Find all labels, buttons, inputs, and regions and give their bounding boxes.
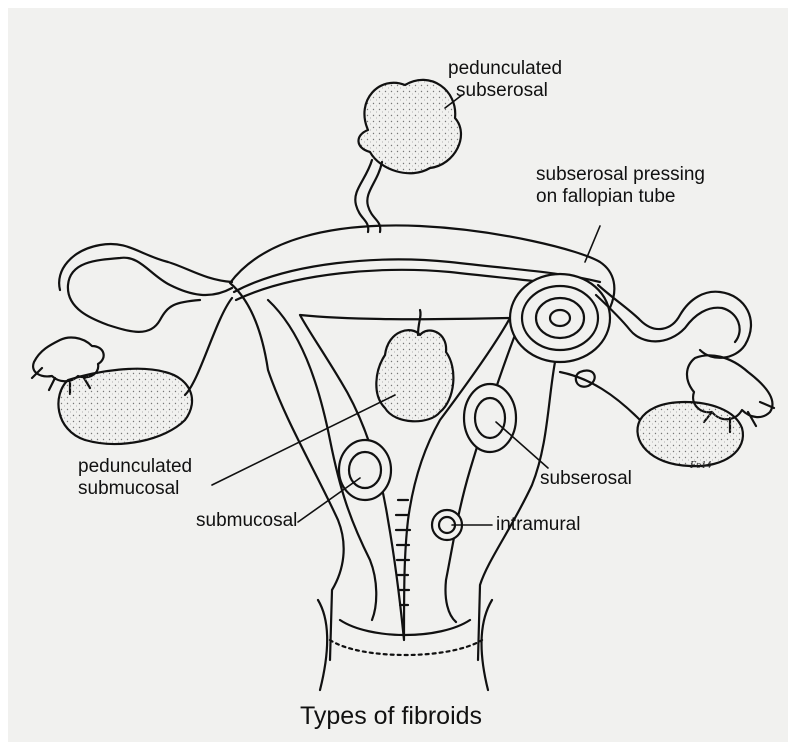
label-intramural: intramural — [496, 514, 580, 536]
subserosal-pressing-fibroid — [510, 274, 610, 362]
figure-caption: Types of fibroids — [300, 702, 482, 731]
submucosal-fibroid — [339, 440, 391, 500]
label-pedunculated-subserosal: pedunculated subserosal — [448, 58, 562, 102]
label-submucosal: submucosal — [196, 510, 297, 532]
label-subserosal: subserosal — [540, 468, 632, 490]
pedunculated-submucosal-fibroid — [376, 330, 453, 421]
subserosal-fibroid — [464, 384, 516, 452]
fibroid-stalk — [355, 160, 382, 232]
artist-signature: Fo14 — [689, 460, 711, 471]
left-fallopian-tube — [59, 244, 232, 332]
right-ovary — [637, 402, 742, 466]
pedunculated-subserosal-fibroid — [358, 80, 460, 173]
left-ovary — [58, 369, 192, 444]
label-pedunculated-submucosal: pedunculated submucosal — [78, 456, 192, 500]
right-fallopian-tube — [596, 285, 751, 358]
label-subserosal-pressing: subserosal pressing on fallopian tube — [536, 164, 705, 208]
leader-subserosal-pressing — [585, 226, 600, 262]
